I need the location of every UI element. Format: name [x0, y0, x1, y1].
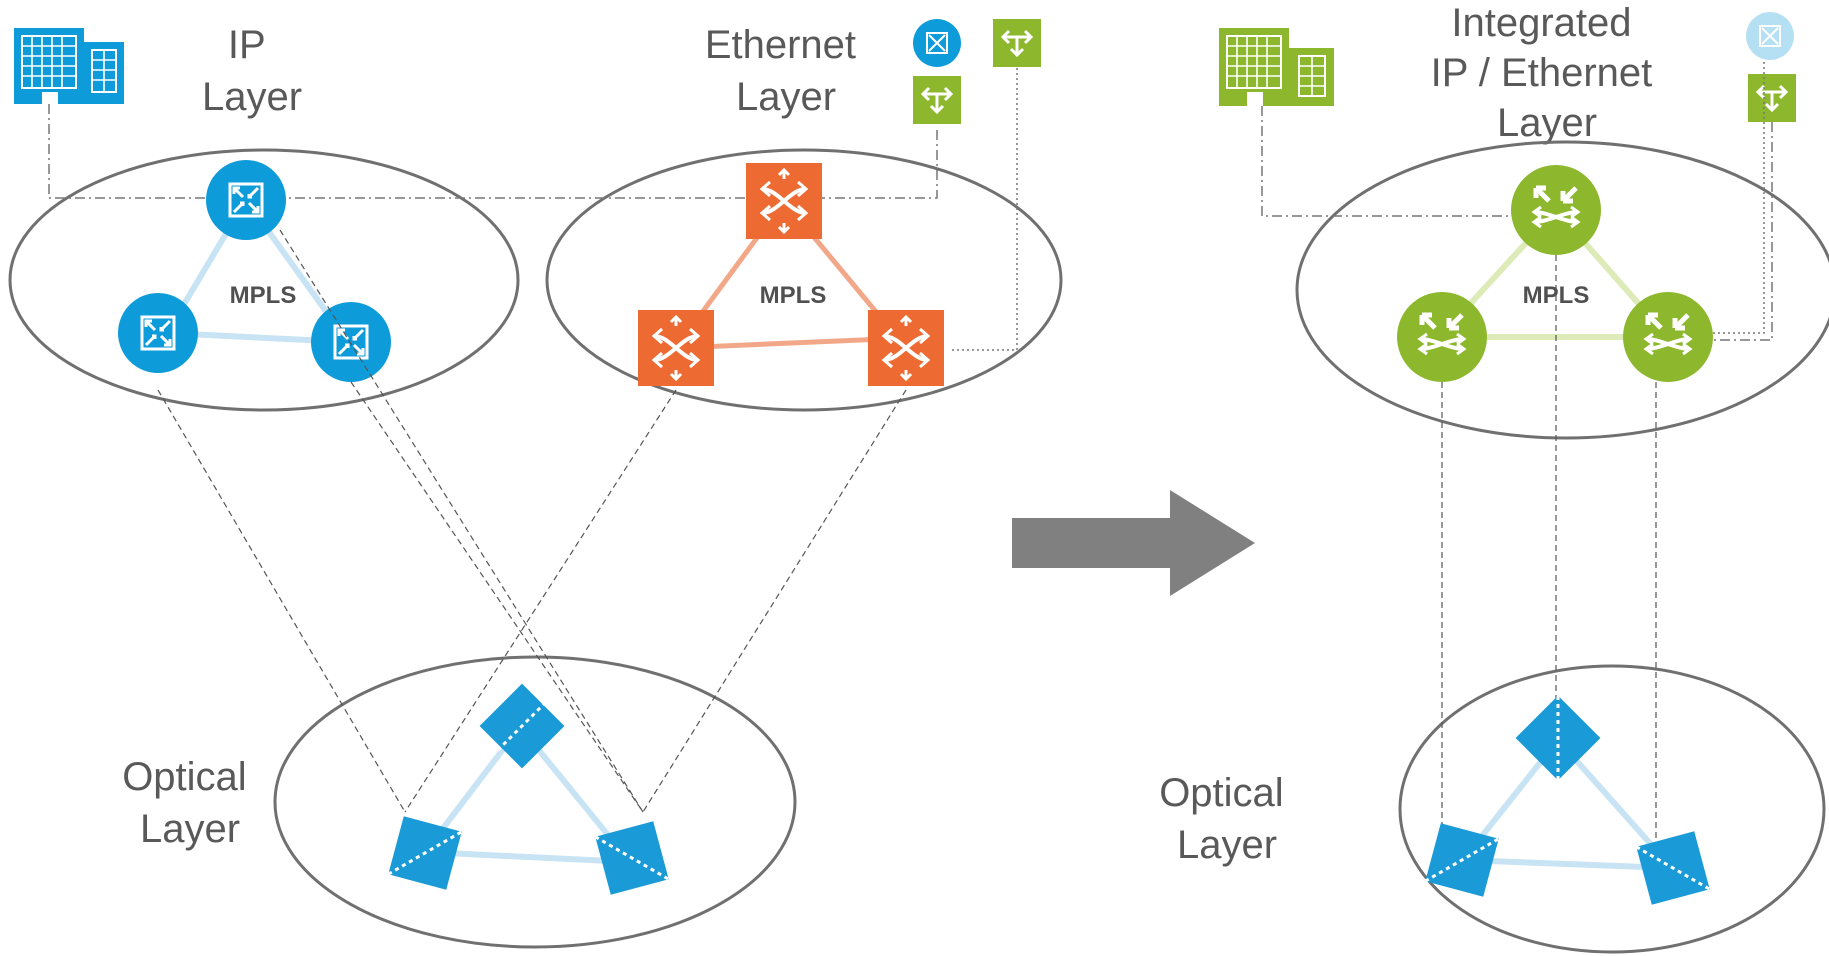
service-path-lines: [1261, 106, 1773, 341]
optical-layer-ring: [1398, 664, 1826, 954]
ip-layer-label-line-2: Layer: [202, 75, 302, 119]
ip-layer-label-line-1: IP: [228, 23, 265, 67]
ip-layer-ring: [8, 148, 520, 412]
ethernet-switch-icon: [744, 161, 824, 241]
integrated-router-icon: [1623, 292, 1713, 382]
service-interface-icon: [991, 17, 1043, 69]
optical-node-icon: [1424, 823, 1500, 897]
ethernet-switch-icon: [866, 308, 946, 388]
integrated-layer-ring: [1295, 140, 1829, 440]
ethernet-switch-icon: [636, 308, 716, 388]
ip-router-icon: [204, 158, 288, 242]
ip-interface-icon: [1745, 11, 1795, 61]
service-path-lines-dotted: [1710, 62, 1765, 334]
optical-node-icon: [479, 683, 565, 769]
optical-node-icon: [594, 821, 670, 895]
service-path-lines-dotted: [950, 68, 1018, 351]
office-building-icon: [1219, 28, 1334, 106]
optical-node-icon: [1635, 831, 1711, 905]
optical-layer-label: Optical Layer: [1159, 771, 1295, 867]
ethernet-layer-ring: [545, 148, 1063, 412]
service-interface-icon: [1746, 72, 1798, 124]
ethernet-layer-label-line-2: Layer: [736, 75, 836, 119]
office-building-icon: [14, 28, 124, 104]
ip-router-icon: [309, 300, 393, 384]
ethernet-layer-label: Ethernet Layer: [705, 23, 867, 119]
ip-layer-label: IP Layer: [202, 23, 302, 119]
ip-interface-icon: [912, 18, 962, 68]
optical-layer-label-line-1: Optical: [1159, 771, 1284, 815]
ethernet-layer-label-line-1: Ethernet: [705, 23, 856, 67]
ethernet-mpls-label: MPLS: [760, 282, 827, 309]
layer-mapping-lines: [1441, 255, 1657, 838]
service-path-lines: [48, 104, 938, 199]
optical-layer-label: Optical Layer: [122, 755, 258, 851]
integrated-layer-label-line-3: Layer: [1497, 101, 1597, 145]
optical-layer-label-line-2: Layer: [140, 807, 240, 851]
optical-node-icon: [387, 816, 463, 890]
ip-mpls-label: MPLS: [230, 282, 297, 309]
layer-mapping-lines: [157, 229, 907, 813]
integrated-layer-label-line-1: Integrated: [1451, 1, 1631, 45]
integrated-layer-label-line-2: IP / Ethernet: [1431, 51, 1653, 95]
service-interface-icon: [911, 74, 963, 126]
optical-layer-label-line-1: Optical: [122, 755, 247, 799]
integrated-router-icon: [1511, 165, 1601, 255]
right-arrow-icon: [1012, 490, 1255, 596]
integrated-router-icon: [1397, 292, 1487, 382]
optical-layer-label-line-2: Layer: [1177, 823, 1277, 867]
optical-layer-ring: [273, 655, 797, 949]
optical-node-icon: [1515, 695, 1601, 781]
integrated-layer-label: Integrated IP / Ethernet Layer: [1431, 1, 1664, 145]
ip-router-icon: [116, 291, 200, 375]
